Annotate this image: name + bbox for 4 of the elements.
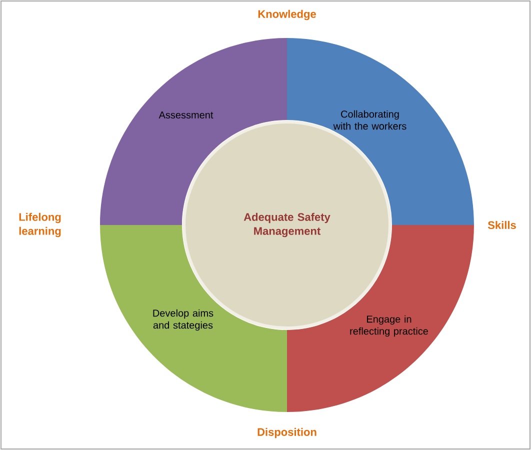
axis-label: Skills: [488, 220, 516, 230]
axis-label: Lifelong learning: [19, 212, 61, 238]
axis-label: Disposition: [258, 428, 316, 438]
axis-label: Knowledge: [258, 10, 316, 20]
